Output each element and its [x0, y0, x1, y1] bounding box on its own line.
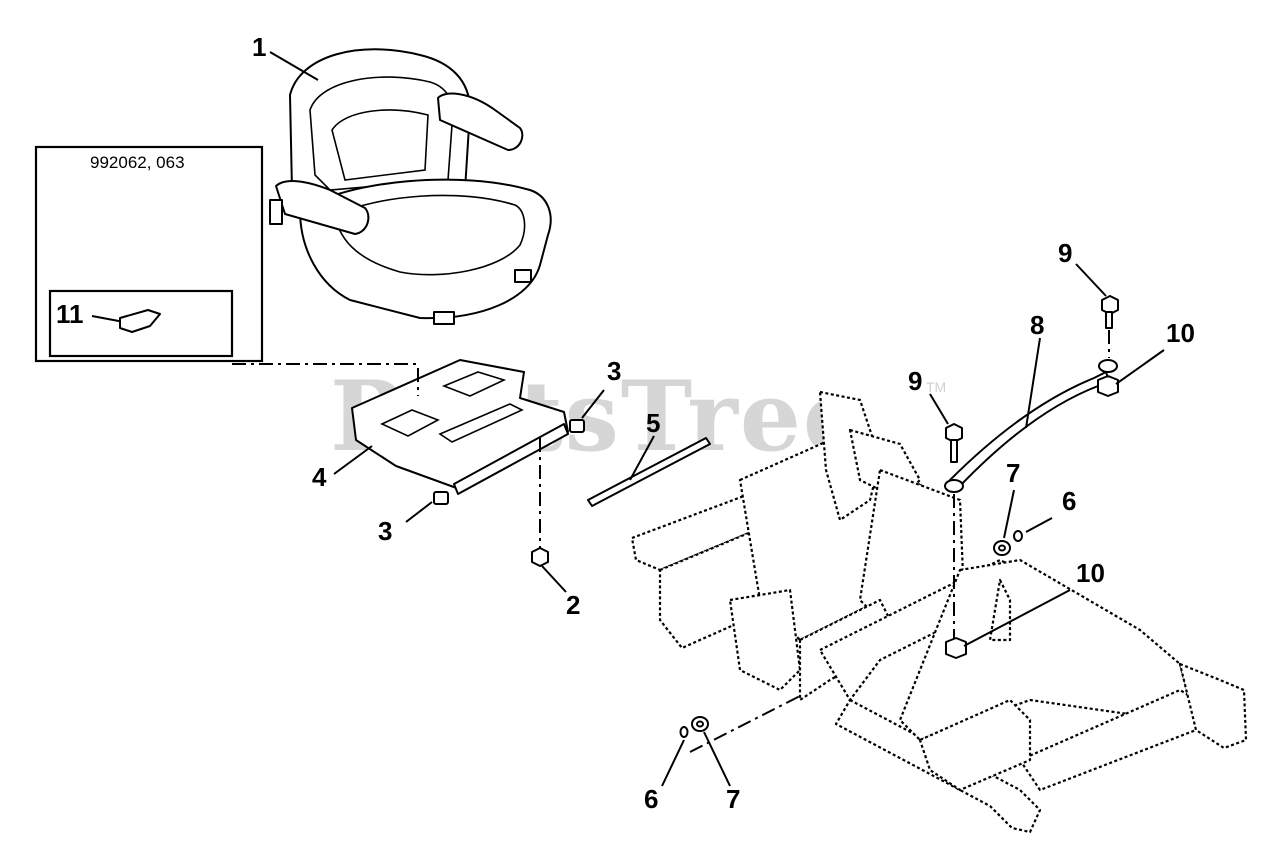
callout-3-top: 3	[607, 356, 621, 386]
inset-title: 992062, 063	[90, 153, 185, 172]
bolt-mid-part: 9	[908, 366, 963, 640]
callout-4: 4	[312, 462, 327, 492]
seat-part: 1	[252, 32, 552, 325]
callout-10-top: 10	[1166, 318, 1195, 348]
bushing-top-part: 3	[569, 356, 621, 433]
bolt-top-part: 9	[1058, 238, 1119, 358]
callout-7-bottom: 7	[726, 784, 740, 814]
clip-washer-bottom-part: 6 7	[644, 716, 740, 814]
callout-6-bottom: 6	[644, 784, 658, 814]
callout-7-right: 7	[1006, 458, 1020, 488]
washer-clip-right-part: 7 6	[993, 458, 1076, 556]
callout-1: 1	[252, 32, 266, 62]
inset-box: 992062, 063 11	[34, 145, 420, 365]
callout-6-right: 6	[1062, 486, 1076, 516]
bushing-left-part: 3	[378, 491, 449, 546]
callout-9-top: 9	[1058, 238, 1072, 268]
nut-top-part: 10	[1097, 318, 1195, 397]
nut-bottom-part: 10	[945, 558, 1105, 659]
callout-5: 5	[646, 408, 660, 438]
seat-rod-part: 8	[944, 310, 1118, 493]
nut-2-part: 2	[531, 438, 580, 620]
tractor-frame	[630, 390, 1248, 834]
callout-8: 8	[1030, 310, 1044, 340]
callout-2: 2	[566, 590, 580, 620]
seat-clip-part	[119, 309, 161, 333]
watermark-trademark: TM	[926, 379, 946, 395]
callout-9-mid: 9	[908, 366, 922, 396]
callout-10-bottom: 10	[1076, 558, 1105, 588]
callout-3-left: 3	[378, 516, 392, 546]
pivot-rod-part: 5	[587, 408, 711, 507]
callout-11: 11	[56, 299, 84, 329]
